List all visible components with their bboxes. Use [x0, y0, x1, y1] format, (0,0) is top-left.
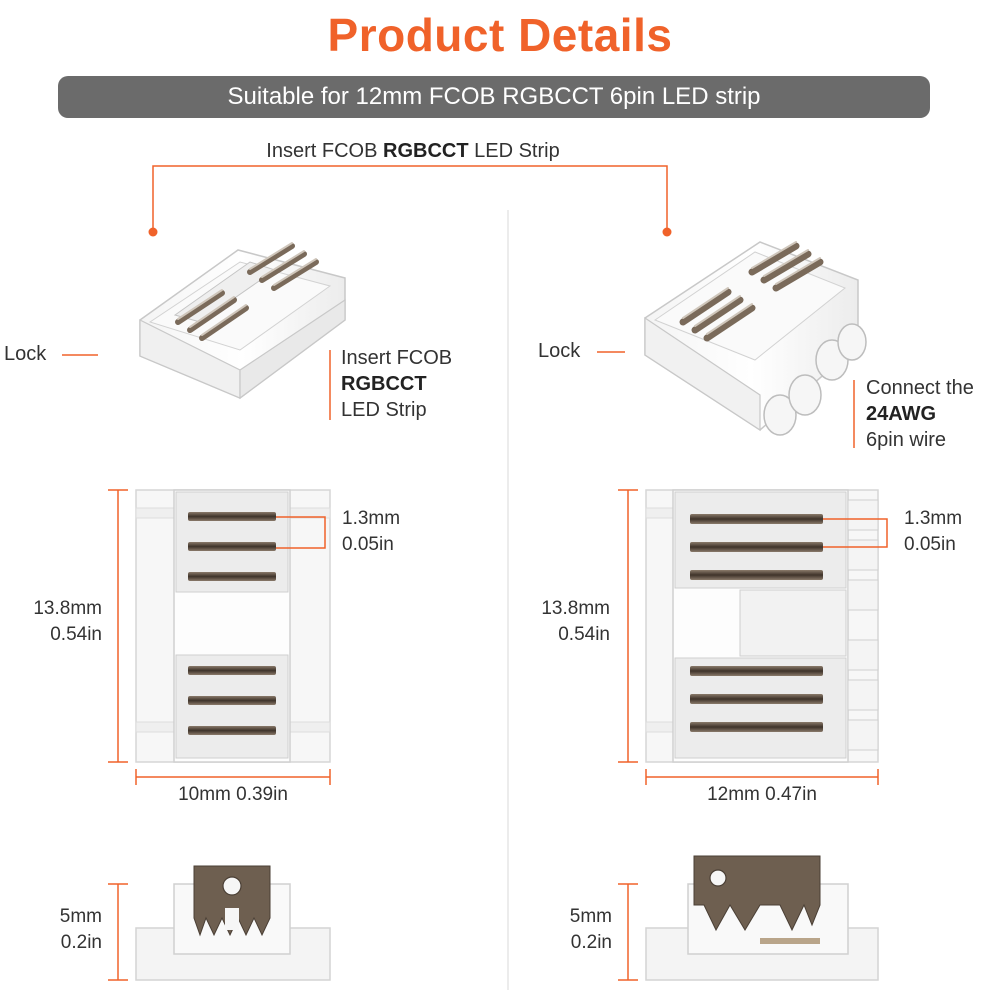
right-height-in: 0.54in — [558, 624, 610, 645]
insert-strip-label-bold: RGBCCT — [383, 140, 469, 162]
right-thickness-line — [618, 883, 638, 981]
right-wire-label: Connect the 24AWG 6pin wire — [866, 375, 974, 453]
right-pitch-in: 0.05in — [904, 534, 956, 555]
right-width-label: 12mm 0.47in — [707, 784, 817, 805]
left-pitch-label: 1.3mm 0.05in — [342, 506, 400, 558]
left-insert-label: Insert FCOB RGBCCT LED Strip — [341, 345, 452, 423]
right-pitch-label: 1.3mm 0.05in — [904, 506, 962, 558]
top-bracket — [152, 165, 668, 232]
left-connector-3d — [139, 242, 346, 400]
left-pitch-in: 0.05in — [342, 534, 394, 555]
left-height-label: 13.8mm 0.54in — [0, 596, 102, 648]
bracket-dot-right — [662, 227, 672, 237]
right-connector-3d — [644, 241, 867, 436]
right-wire-line2: 24AWG — [866, 403, 937, 425]
left-lock-label: Lock — [4, 343, 47, 365]
left-side-view — [135, 865, 331, 981]
right-lock-label: Lock — [538, 340, 581, 362]
left-height-mm: 13.8mm — [33, 598, 102, 619]
insert-strip-label-pre: Insert FCOB — [266, 140, 383, 162]
left-thickness-in: 0.2in — [60, 932, 102, 953]
insert-strip-label: Insert FCOB RGBCCT LED Strip — [0, 140, 826, 163]
subtitle-text: Suitable for 12mm FCOB RGBCCT 6pin LED s… — [227, 83, 761, 110]
left-insert-line2: RGBCCT — [341, 373, 427, 395]
insert-strip-label-post: LED Strip — [468, 140, 560, 162]
left-width-label: 10mm 0.39in — [178, 784, 288, 805]
right-height-label: 13.8mm 0.54in — [500, 596, 610, 648]
right-dimension-lines — [618, 489, 888, 785]
right-pitch-mm: 1.3mm — [904, 508, 963, 529]
left-top-view — [135, 489, 331, 763]
right-thickness-in: 0.2in — [570, 932, 612, 953]
left-insert-line1: Insert FCOB — [341, 347, 453, 369]
right-top-view — [645, 489, 879, 763]
subtitle-banner — [58, 76, 930, 118]
left-thickness-label: 5mm 0.2in — [0, 904, 102, 956]
page-title: Product Details — [327, 9, 673, 61]
bracket-dot-left — [148, 227, 158, 237]
right-height-mm: 13.8mm — [541, 598, 610, 619]
left-dimension-lines — [108, 489, 331, 785]
left-pitch-mm: 1.3mm — [342, 508, 401, 529]
right-wire-line1: Connect the — [866, 377, 974, 399]
right-thickness-mm: 5mm — [569, 906, 612, 927]
left-thickness-mm: 5mm — [59, 906, 102, 927]
right-thickness-label: 5mm 0.2in — [500, 904, 612, 956]
left-thickness-line — [108, 883, 128, 981]
left-insert-line3: LED Strip — [341, 399, 427, 421]
left-height-in: 0.54in — [50, 624, 102, 645]
right-wire-line3: 6pin wire — [866, 429, 947, 451]
right-side-view — [645, 855, 879, 981]
